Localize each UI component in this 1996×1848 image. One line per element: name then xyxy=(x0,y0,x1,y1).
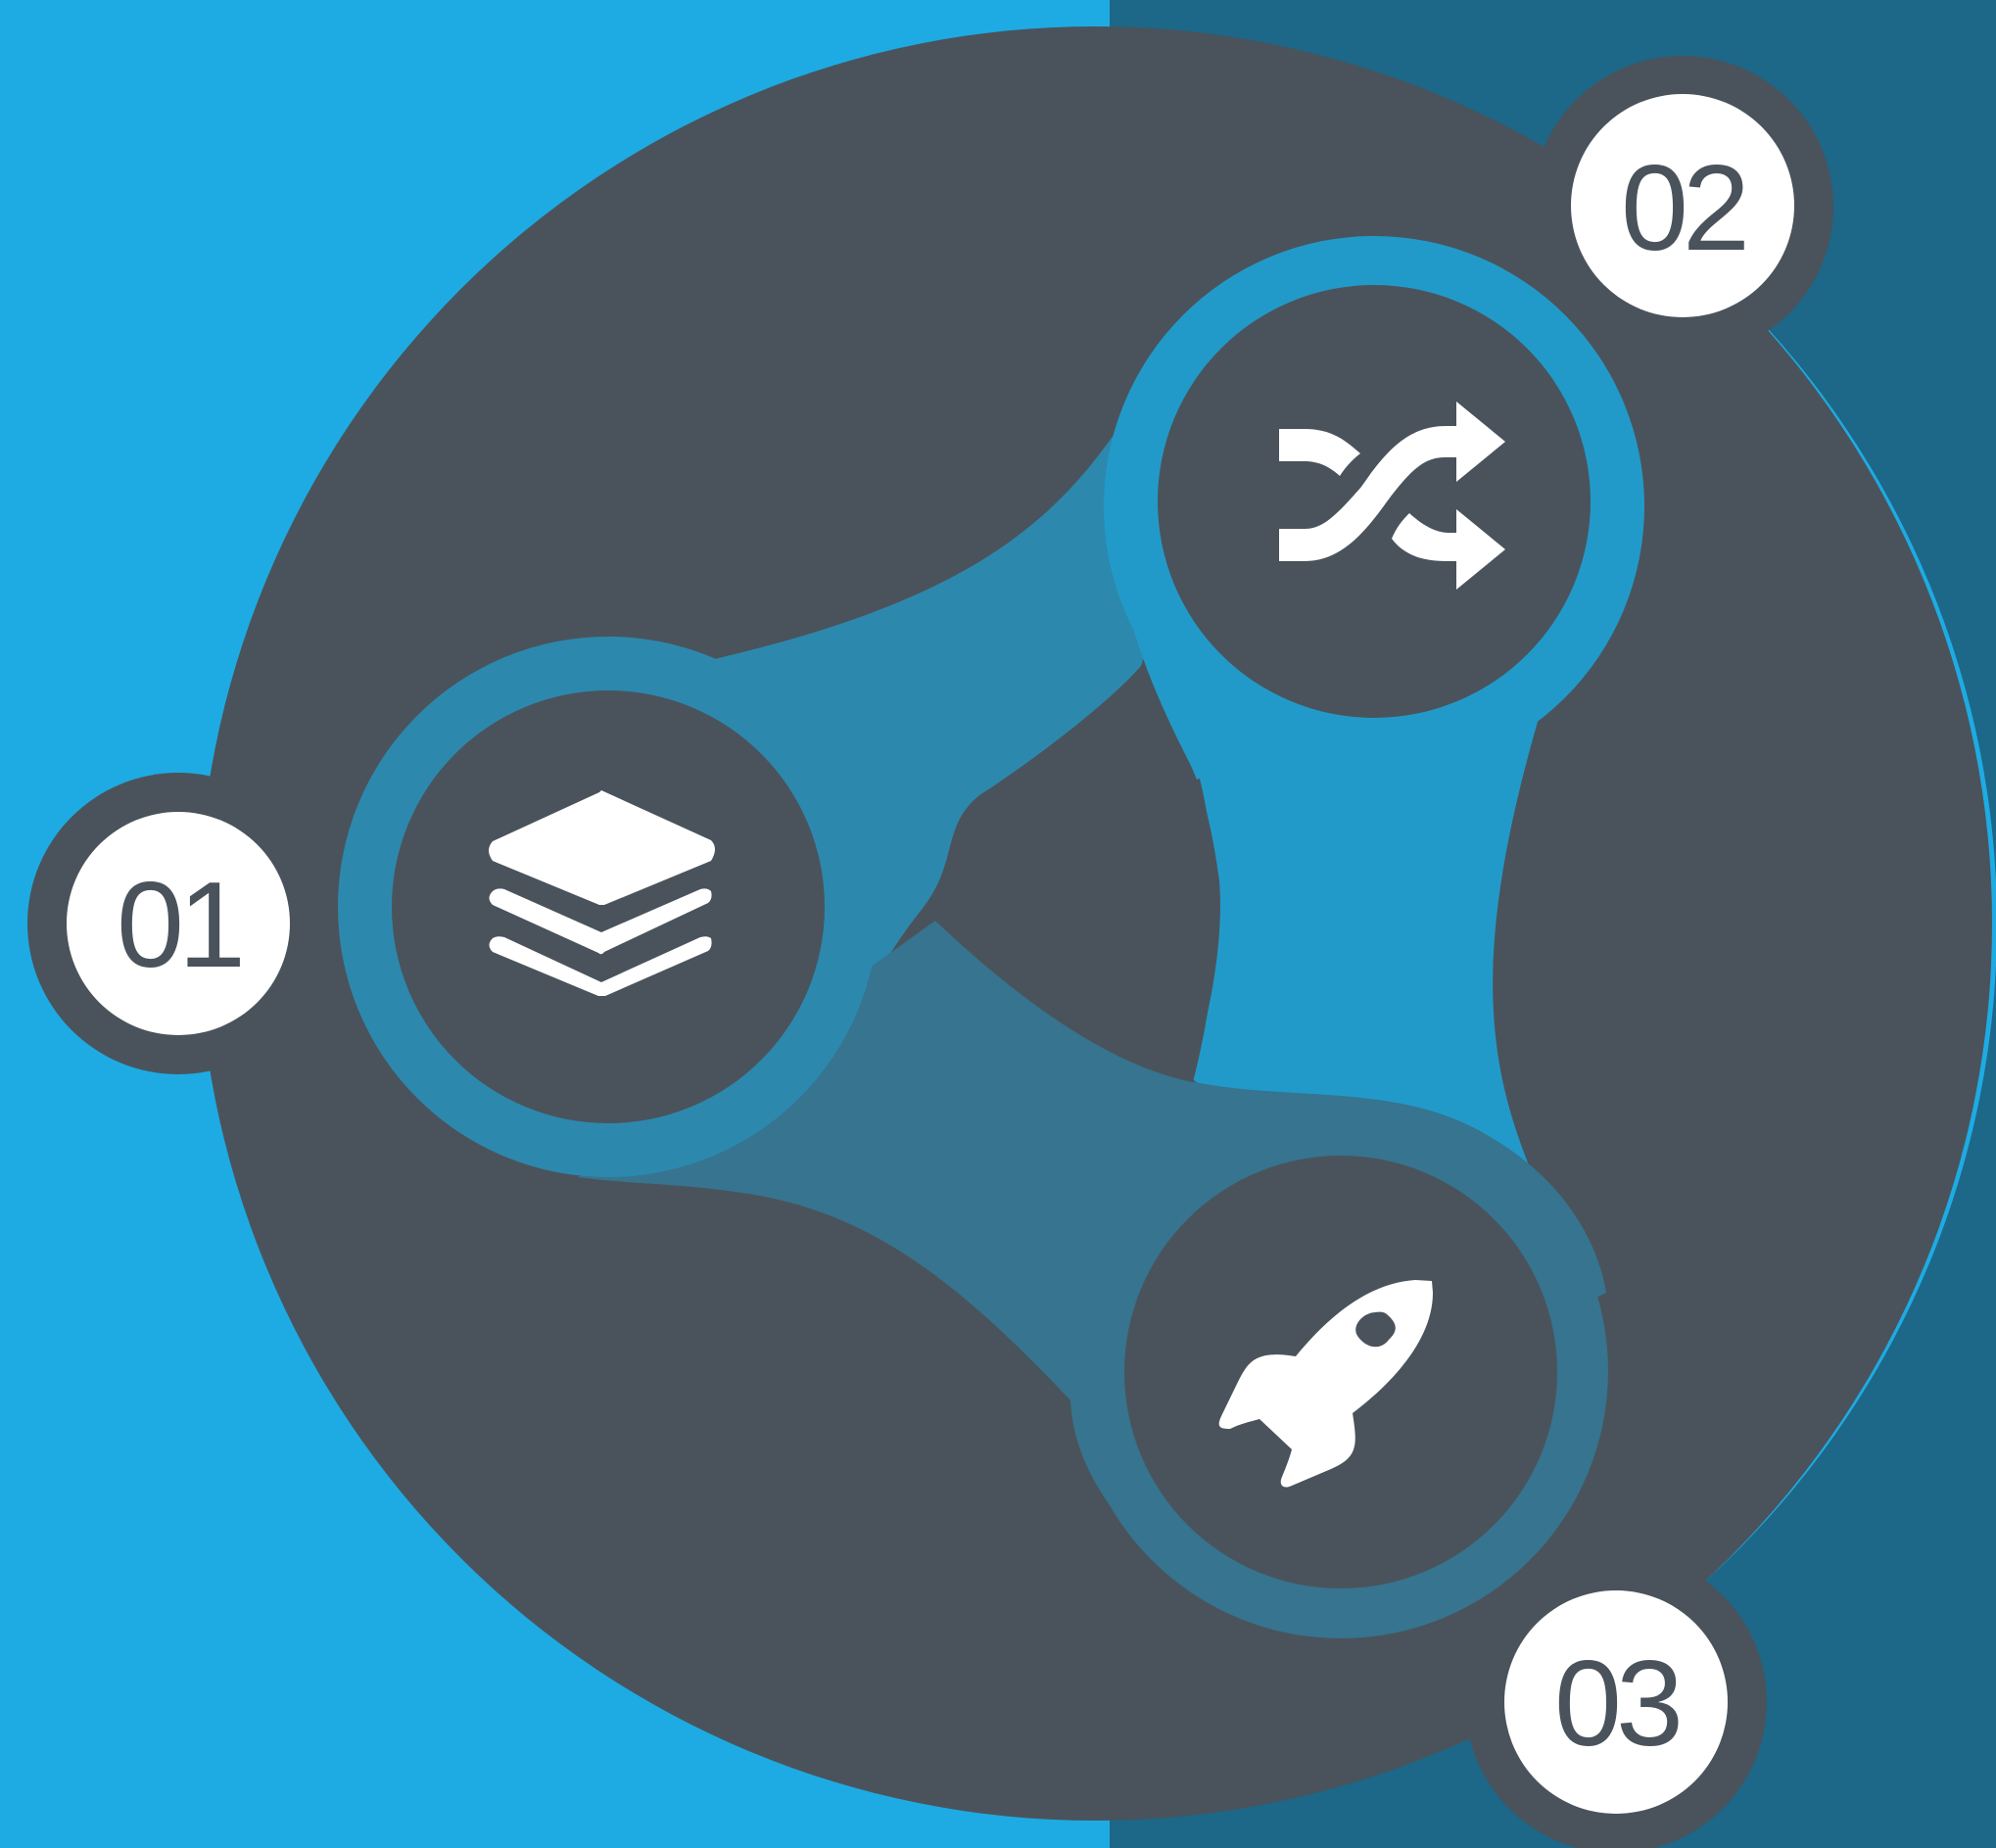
badge-02-inner xyxy=(1571,94,1794,317)
center-wedge xyxy=(935,779,1216,1082)
step-badge-02: 02 xyxy=(1532,56,1833,357)
step-number-03: 03 xyxy=(1554,1636,1679,1772)
node-1-disc xyxy=(392,690,825,1123)
layers-icon xyxy=(489,790,715,996)
step-badge-01: 01 xyxy=(27,773,329,1074)
step-number-02: 02 xyxy=(1621,141,1744,276)
badge-01-inner xyxy=(67,812,290,1035)
shuffle-icon xyxy=(1279,402,1505,590)
step-badge-03: 03 xyxy=(1465,1551,1767,1848)
rocket-icon xyxy=(1218,1280,1433,1488)
step-number-01: 01 xyxy=(117,858,240,993)
badge-03-inner xyxy=(1504,1590,1728,1814)
